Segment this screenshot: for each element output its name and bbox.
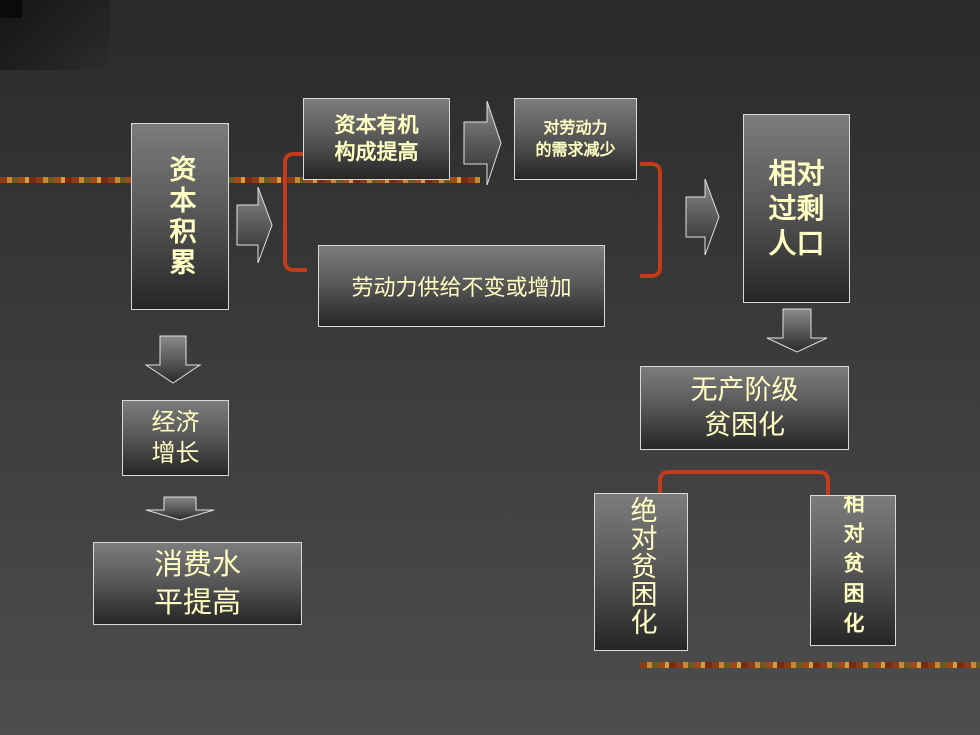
proletariat-poverty-label: 无产阶级 贫困化 [690,374,799,441]
capital-accumulation-label: 资本积累 [164,154,196,279]
labor-demand-box: 对劳动力 的需求减少 [514,98,637,180]
arrow-right-3 [685,178,720,256]
economic-growth-box: 经济 增长 [122,400,229,476]
arrow-right-1 [236,186,273,264]
left-bracket [283,152,307,272]
decorative-band-bottom [640,662,980,668]
organic-composition-label: 资本有机 构成提高 [334,112,419,164]
organic-composition-box: 资本有机 构成提高 [303,98,450,180]
consumption-level-box: 消费水 平提高 [93,542,302,625]
relative-poverty-box: 相对贫困化 [810,495,896,646]
poverty-bracket [658,470,830,500]
economic-growth-label: 经济 增长 [151,407,200,467]
absolute-poverty-box: 绝对贫困化 [594,493,688,651]
arrow-down-3 [766,308,828,353]
consumption-level-label: 消费水 平提高 [153,546,241,619]
relative-poverty-label: 相对贫困化 [841,495,865,642]
absolute-poverty-label: 绝对贫困化 [625,496,657,636]
labor-supply-label: 劳动力供给不变或增加 [351,276,572,301]
arrow-right-2 [463,100,502,186]
proletariat-poverty-box: 无产阶级 贫困化 [640,366,849,450]
decorative-band-top [0,177,480,183]
labor-demand-label: 对劳动力 的需求减少 [535,118,616,159]
capital-accumulation-box: 资本积累 [131,123,229,310]
right-bracket [640,162,662,278]
relative-surplus-population-label: 相对 过剩 人口 [768,157,825,260]
labor-supply-box: 劳动力供给不变或增加 [318,245,605,327]
relative-surplus-population-box: 相对 过剩 人口 [743,114,850,303]
corner-block [0,0,22,18]
arrow-down-1 [144,335,202,384]
arrow-down-2 [145,496,215,521]
